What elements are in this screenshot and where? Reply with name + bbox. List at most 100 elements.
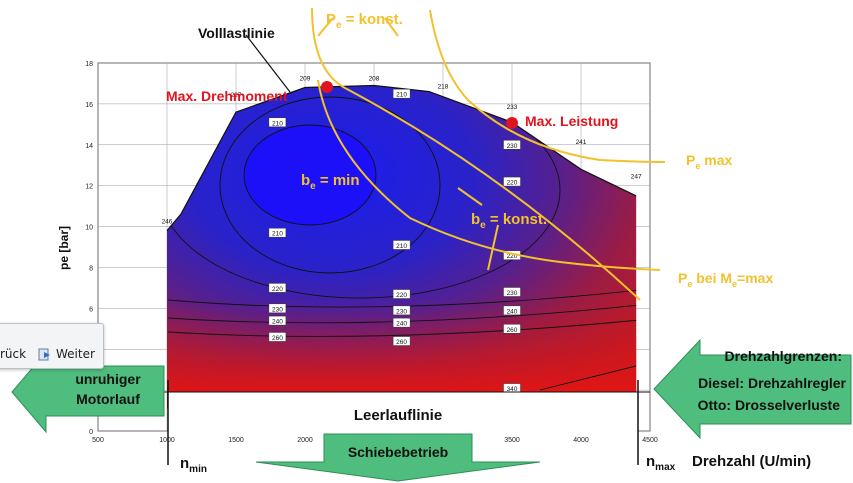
contour-label: 260 <box>503 324 521 334</box>
x-tick-label: 4000 <box>573 437 589 444</box>
pe-konst-curve-lower <box>317 79 661 271</box>
unruhiger-label-line1: unruhiger <box>75 371 141 387</box>
leerlauflinie-label: Leerlauflinie <box>354 407 442 424</box>
contour-label-box <box>392 88 411 99</box>
drehzahlgrenzen-otto: Otto: Drosselverluste <box>698 397 841 413</box>
contour-label-text: 230 <box>396 308 407 315</box>
contour-label-box <box>392 336 411 346</box>
contour-label-box <box>392 317 411 328</box>
contour-label-box <box>268 227 287 238</box>
contour-label-text: 230 <box>272 306 283 313</box>
contour-ring <box>219 96 441 274</box>
contour-label-text: 220 <box>272 286 283 293</box>
n-min-label: nmin <box>180 455 207 475</box>
contour-label-text: 220 <box>396 292 407 299</box>
contour-line <box>539 364 637 391</box>
contour-label-box <box>392 240 411 250</box>
contour-label-text: 210 <box>272 120 283 127</box>
full-load-curve <box>166 84 637 231</box>
contour-label: 210 <box>392 240 411 250</box>
n-max-label: nmax <box>646 453 676 473</box>
contour-label-box <box>392 289 411 299</box>
contour-label-text: 210 <box>272 231 283 238</box>
max-drehmoment-point <box>321 81 333 93</box>
contour-label-text: 230 <box>507 143 518 150</box>
back-button[interactable]: rück <box>0 347 27 361</box>
y-tick-label: 10 <box>85 225 93 232</box>
forward-label: Weiter <box>56 347 95 361</box>
contour-label-text: 230 <box>507 290 518 297</box>
y-tick-label: 18 <box>85 61 93 68</box>
pe-max-curve <box>429 9 666 163</box>
y-axis-label: pe [bar] <box>57 226 71 270</box>
contour-label-text: 260 <box>272 335 283 342</box>
contour-label-box <box>268 283 287 293</box>
contour-label-box <box>503 140 521 150</box>
contour-label-text: 240 <box>507 308 518 315</box>
max-leistung-point <box>506 117 518 129</box>
pe-bei-me-max-label: Pe bei Me=max <box>678 270 773 289</box>
pe-konst-pointer <box>317 17 399 37</box>
be-konst-pointer <box>457 187 499 271</box>
drehzahlgrenzen-diesel: Diesel: Drehzahlregler <box>698 375 846 391</box>
x-tick-label: 1500 <box>228 437 244 444</box>
contour-label: 230 <box>392 305 411 315</box>
contour-label: 260 <box>268 332 287 342</box>
drehzahlgrenzen-title: Drehzahlgrenzen: <box>725 348 842 364</box>
contour-labels: 210 210 210 210 230 220 220 220 220 230 230 230 240 2… <box>268 88 521 393</box>
map-bottom-fill <box>167 300 637 392</box>
contour-label: 220 <box>503 176 521 187</box>
x-tick-label: 1000 <box>159 437 175 444</box>
drehzahl-label: Drehzahl (U/min) <box>692 453 811 470</box>
contour-line <box>167 289 637 308</box>
nav-panel <box>0 323 104 369</box>
x-tick-label: 2000 <box>297 437 313 444</box>
max-leistung-label: Max. Leistung <box>525 113 618 129</box>
contour-line <box>167 319 637 337</box>
contour-label: 210 <box>268 227 287 238</box>
drehzahlgrenzen-arrow <box>653 338 852 440</box>
contour-label-box <box>503 287 521 297</box>
full-load-label: 233 <box>507 104 518 111</box>
full-load-label: 247 <box>631 174 642 181</box>
x-tick-label: 500 <box>92 437 104 444</box>
contour-label-box <box>503 305 521 316</box>
full-load-label: 209 <box>300 75 311 82</box>
volllastlinie-label: Volllastlinie <box>198 25 275 41</box>
contour-label-text: 340 <box>507 386 518 393</box>
contour-label-text: 220 <box>507 180 518 187</box>
y-tick-label: 6 <box>89 306 93 313</box>
schiebebetrieb-label: Schiebebetrieb <box>348 444 448 460</box>
contour-label-box <box>268 315 287 326</box>
full-load-label: 208 <box>369 75 380 82</box>
x-tick-label: 3500 <box>504 437 520 444</box>
y-tick-label: 16 <box>85 102 93 109</box>
full-load-label: 241 <box>576 139 587 146</box>
y-tick-label: 14 <box>85 143 93 150</box>
contour-label-text: 210 <box>396 92 407 99</box>
leerlauf-band <box>168 392 638 432</box>
contour-label: 220 <box>268 283 287 293</box>
contour-label-text: 210 <box>396 243 407 250</box>
contour-label-text: 220 <box>507 253 518 260</box>
contour-label: 210 <box>268 117 287 128</box>
contour-label-box <box>503 176 521 187</box>
contour-label-box <box>503 324 521 334</box>
contour-label: 240 <box>503 305 521 316</box>
contour-label: 230 <box>268 303 287 313</box>
contour-ring <box>243 124 377 226</box>
unruhiger-label-line2: Motorlauf <box>76 391 140 407</box>
max-drehmoment-label: Max. Drehmoment <box>166 88 288 104</box>
contour-label: 260 <box>392 336 411 346</box>
y-tick-label: 12 <box>85 184 93 191</box>
contour-label-box <box>268 117 287 128</box>
contour-label: 230 <box>503 140 521 150</box>
contour-label-text: 240 <box>396 321 407 328</box>
forward-button[interactable]: Weiter <box>38 343 95 365</box>
y-tick-label: 0 <box>89 429 93 436</box>
contour-label: 220 <box>392 289 411 299</box>
pe-konst-label: Pe = konst. <box>326 11 403 31</box>
full-load-label: 227 <box>231 92 242 99</box>
